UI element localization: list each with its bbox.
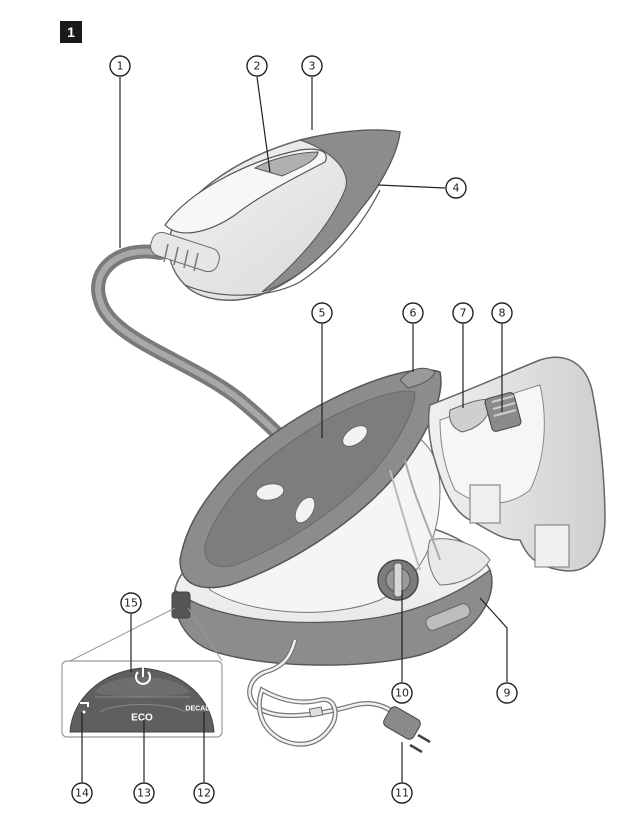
power-button[interactable] xyxy=(135,667,151,685)
callout-15: 15 xyxy=(120,592,142,614)
mains-plug xyxy=(383,706,431,754)
eco-button[interactable]: ECO xyxy=(131,713,153,724)
svg-text:13: 13 xyxy=(137,787,151,800)
leader-4 xyxy=(377,184,446,189)
callout-14: 14 xyxy=(71,782,93,804)
leader-2 xyxy=(256,76,271,173)
iron-body xyxy=(261,129,401,293)
figure-number-badge: 1 xyxy=(60,21,82,43)
carry-lock[interactable] xyxy=(399,367,436,389)
steam-iron xyxy=(150,129,401,301)
svg-text:7: 7 xyxy=(460,307,467,320)
leader-9 xyxy=(479,597,508,682)
svg-text:14: 14 xyxy=(75,787,89,800)
callout-9: 9 xyxy=(496,682,518,704)
callout-5: 5 xyxy=(311,302,333,324)
svg-text:10: 10 xyxy=(395,687,409,700)
cord-guard xyxy=(150,231,220,273)
release-button[interactable] xyxy=(424,602,472,632)
callout-13: 13 xyxy=(133,782,155,804)
callout-8: 8 xyxy=(491,302,513,324)
callout-6: 6 xyxy=(402,302,424,324)
callout-11: 11 xyxy=(391,782,413,804)
svg-text:5: 5 xyxy=(319,307,326,320)
callout-12: 12 xyxy=(193,782,215,804)
svg-text:8: 8 xyxy=(499,307,506,320)
callout-7: 7 xyxy=(452,302,474,324)
power-cord xyxy=(247,639,403,747)
callout-1: 1 xyxy=(109,55,131,77)
steam-trigger[interactable] xyxy=(253,151,319,177)
steam-knob[interactable] xyxy=(377,559,419,601)
svg-text:6: 6 xyxy=(410,307,417,320)
steam-generator-base xyxy=(171,367,493,666)
power-icon xyxy=(135,667,151,685)
svg-text:1: 1 xyxy=(117,60,124,73)
water-tank[interactable] xyxy=(427,356,606,572)
svg-text:11: 11 xyxy=(395,787,409,800)
callout-3: 3 xyxy=(301,55,323,77)
svg-text:15: 15 xyxy=(124,597,138,610)
svg-text:4: 4 xyxy=(453,182,460,195)
anti-calc-cartridge[interactable] xyxy=(484,392,522,433)
callout-2: 2 xyxy=(246,55,268,77)
svg-text:2: 2 xyxy=(254,60,261,73)
svg-text:3: 3 xyxy=(309,60,316,73)
callout-4: 4 xyxy=(445,177,467,199)
callout-10: 10 xyxy=(391,682,413,704)
cord-storage xyxy=(427,538,491,586)
water-tap-icon xyxy=(80,702,89,714)
svg-text:12: 12 xyxy=(197,787,211,800)
decalc-button[interactable]: DECALC xyxy=(185,706,214,713)
svg-text:9: 9 xyxy=(504,687,511,700)
